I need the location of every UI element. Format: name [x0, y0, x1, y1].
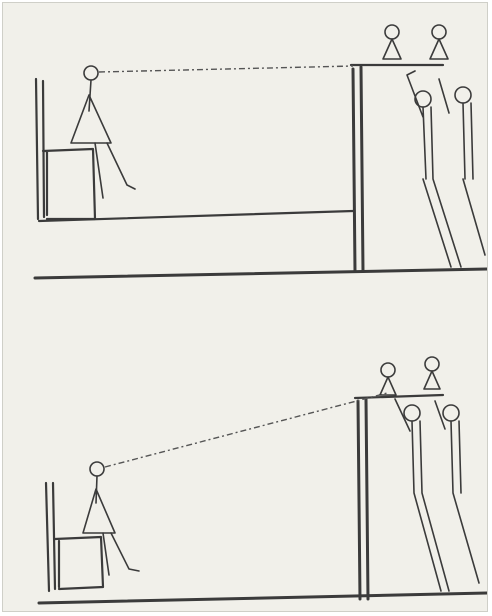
bottom-actor-back-right-head: [425, 357, 439, 371]
bottom-actor-back-left-body: [380, 377, 396, 395]
bottom-actor-back-right: [424, 357, 440, 389]
bottom-actor-back-left-head: [381, 363, 395, 377]
top-seated-viewer: [71, 66, 135, 198]
sightline-diagram: [3, 3, 488, 612]
top-actor-front-left-head: [415, 91, 431, 107]
bottom-stage-edge: [355, 395, 443, 398]
top-actor-back-left: [383, 25, 401, 59]
bottom-viewer-torso: [83, 489, 115, 533]
bottom-actor-back-left: [380, 363, 396, 395]
top-actor-front-right-body: [439, 79, 485, 255]
bottom-actor-front-left-body: [395, 399, 449, 591]
top-viewer-torso: [71, 95, 111, 143]
bottom-stage-wall: [358, 399, 368, 599]
top-stage-wall: [353, 67, 363, 271]
bottom-viewer-legs: [103, 533, 139, 575]
bottom-actor-front-left-head: [404, 405, 420, 421]
top-panel: [35, 25, 488, 278]
bottom-panel: [39, 357, 488, 603]
top-ground-line: [35, 269, 488, 278]
top-actor-back-left-body: [383, 39, 401, 59]
bottom-actor-front-right-body: [435, 401, 479, 583]
top-actor-back-right: [430, 25, 448, 59]
top-actor-front-left: [407, 71, 461, 267]
top-actor-front-right-head: [455, 87, 471, 103]
top-actor-back-right-body: [430, 39, 448, 59]
top-viewer-legs: [95, 143, 135, 198]
top-sightline: [99, 66, 353, 72]
bottom-actor-front-left: [395, 399, 449, 591]
bottom-seated-viewer: [83, 462, 139, 575]
top-actor-front-right: [439, 79, 485, 255]
bottom-actor-front-right-head: [443, 405, 459, 421]
top-chair-seat: [43, 149, 95, 219]
bottom-viewer-head: [90, 462, 104, 476]
top-audience-floor: [39, 211, 353, 221]
bottom-actor-front-right: [435, 401, 479, 583]
top-viewer-head: [84, 66, 98, 80]
top-actor-back-right-head: [432, 25, 446, 39]
bottom-chair-back: [46, 483, 55, 591]
bottom-sightline: [105, 393, 387, 467]
bottom-chair-seat: [55, 537, 103, 589]
bottom-actor-back-right-body: [424, 371, 440, 389]
top-chair-back: [36, 79, 44, 219]
sketch-sheet: [2, 2, 488, 612]
bottom-ground-line: [39, 593, 488, 603]
top-actor-back-left-head: [385, 25, 399, 39]
